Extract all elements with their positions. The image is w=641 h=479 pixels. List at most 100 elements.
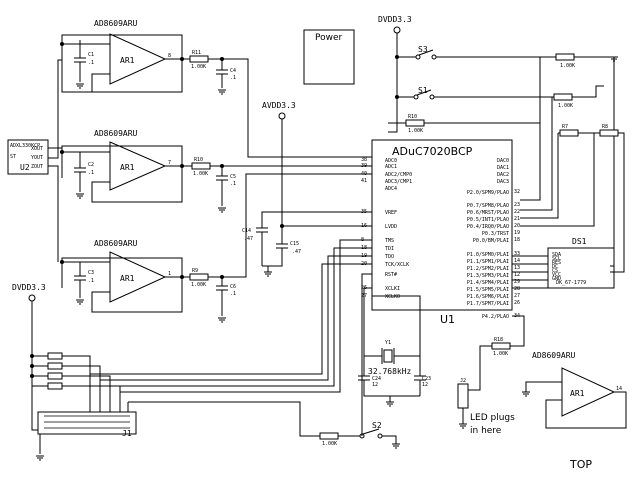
resistor-r10-pullup-ref: R10 [408, 114, 417, 120]
resistor [47, 382, 63, 390]
mcu-right-pin-number: 21 [514, 216, 520, 222]
sensor-ref: U2 [20, 163, 30, 172]
switch-contact [413, 94, 419, 100]
avdd-label: AVDD3.3 [262, 101, 296, 110]
mcu-right-pin-label: P1.1/SPM1/PLAI [467, 259, 509, 265]
wire [520, 57, 541, 201]
opamp-bottom-part: AD8609ARU [94, 239, 138, 248]
cap-c5-symbol [210, 165, 228, 206]
mcu-ref: U1 [440, 313, 455, 326]
filter-middle: R10 1.00K C5 .1 [182, 157, 372, 213]
wire [61, 43, 110, 93]
wire [61, 34, 183, 59]
wire [520, 133, 559, 219]
switch-s2: S2 1.00K [128, 401, 400, 449]
cap-c15: C15 .47 [262, 240, 301, 277]
power-box: Power [303, 29, 355, 85]
mcu-u1: ADuC7020BCP U1 ADC038ADC139ADC2/CMP040AD… [361, 139, 520, 326]
switch-s1-label: S1 [418, 86, 428, 95]
mcu-right-pin-number: 12 [514, 272, 520, 278]
mcu-right-pin-label: P0.7/SPM8/PLAO [467, 203, 509, 209]
mcu-right-pin-label: DAC0 [497, 158, 509, 164]
resistor-r7-top [553, 93, 573, 101]
resistor-val: 1.00K [560, 63, 575, 69]
wire-xclki [363, 287, 382, 357]
resistor-val: 1.00K [558, 103, 573, 109]
switch-lever [362, 428, 380, 435]
ground-symbol [36, 455, 44, 461]
mcu-right-pin-label: P1.7/SPM7/PLAI [467, 301, 509, 307]
switch-contact [431, 54, 437, 60]
connector-j1-ref: J1 [122, 429, 132, 438]
ground-symbol [459, 408, 467, 429]
mcu-right-pin-number: 23 [514, 202, 520, 208]
led-note-line1: LED plugs [470, 413, 515, 423]
mcu-right-pin-number: 19 [514, 230, 520, 236]
resistor [47, 372, 63, 380]
mcu-right-pin-label: DAC1 [497, 165, 509, 171]
resistor-r8 [599, 129, 619, 137]
switch-lever [416, 89, 432, 96]
cap-c23-ref: C23 [422, 376, 431, 382]
mcu-left-pin-label: VREF [385, 210, 397, 216]
cap-c1-val: .1 [88, 60, 94, 66]
jtag-wiring [90, 239, 372, 436]
mcu-right-pin-label: P1.6/SPM6/PLAI [467, 294, 509, 300]
feedback-wire [545, 391, 627, 429]
cap-c6-symbol [208, 276, 228, 316]
mcu-right-pin-label: P4.2/PLAO [482, 314, 509, 320]
display-pin-label: VCC [552, 272, 561, 278]
wire [128, 401, 320, 437]
sensor-pin-yout: YOUT [31, 155, 43, 161]
cap-c23-val: 12 [422, 382, 428, 388]
opamp-middle-ref: AR1 [120, 163, 135, 172]
crystal-body [383, 349, 393, 363]
wire-tdo [100, 255, 372, 381]
mcu-left-pin-label: LVDD [385, 224, 397, 230]
mcu-right-pin-label: DAC3 [497, 179, 509, 185]
filter-bottom: R9 1.00K C6 .1 [182, 173, 372, 323]
cap-c3: C3 .1 [74, 262, 94, 305]
cap-c4-val: .1 [230, 75, 236, 81]
crystal-ref: Y1 [385, 340, 391, 346]
cap-c5-ref: C5 [230, 174, 236, 180]
ground-symbol [382, 435, 400, 449]
resistor [47, 362, 63, 370]
dvdd-left: DVDD3.3 [12, 283, 46, 420]
switch-s3: S3 1.00K [415, 45, 618, 232]
opamp-top-triangle [109, 33, 167, 85]
sensor-body [7, 139, 49, 175]
mcu-part: ADuC7020BCP [392, 145, 473, 158]
cap-c3-ref: C3 [88, 270, 94, 276]
mcu-right-pin-label: P1.3/SPM3/PLAI [467, 273, 509, 279]
cap-c4-symbol [208, 58, 228, 88]
sensor-pin-zout: ZOUT [31, 164, 43, 170]
wire-adc2 [222, 173, 372, 278]
wire [520, 97, 553, 211]
opamp-right-part: AD8609ARU [532, 351, 576, 360]
resistor-r11-val: 1.00K [191, 64, 206, 70]
mcu-left-pin-label: TCK/XCLK [385, 262, 409, 268]
pullup-resistors-left [30, 352, 129, 412]
ground-symbol [76, 299, 84, 305]
power-box-rect [303, 29, 355, 85]
cap-c6-val: .1 [230, 291, 236, 297]
cap-c23-symbol [414, 356, 426, 396]
wire [520, 133, 595, 227]
mcu-left-pin-label: ADC2/CMP0 [385, 172, 412, 178]
mcu-right-pin-label: P0.4/IRQ0/PLAO [467, 224, 509, 230]
ground-symbol [218, 89, 226, 95]
mcu-right-pin-label: P1.0/SPM0/PLAI [467, 252, 509, 258]
switch-s2-label: S2 [372, 421, 382, 430]
junction-dot [30, 354, 34, 358]
mcu-left-pin-label: ADC1 [385, 164, 397, 170]
sensor-part: ADXL330KCP [10, 143, 40, 149]
mcu-right-pin-number: 29 [514, 279, 520, 285]
junction-dot [30, 364, 34, 368]
ground-symbol [218, 317, 226, 323]
wire-tms [120, 239, 372, 393]
wire-tck [90, 263, 372, 375]
wire-p42 [510, 315, 525, 347]
switch-lever [418, 49, 434, 56]
cap-c1-symbol [74, 40, 86, 82]
